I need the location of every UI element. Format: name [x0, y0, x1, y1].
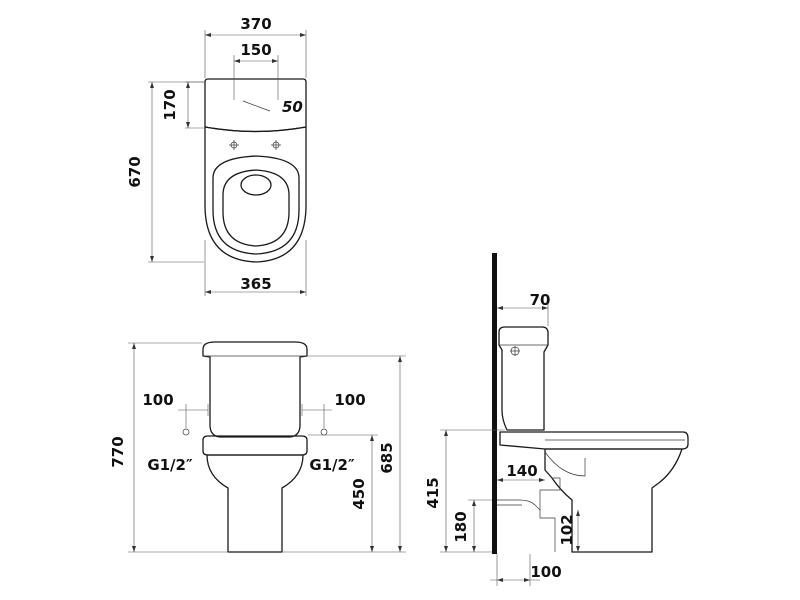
dim-outlet-diameter: 102: [558, 514, 576, 545]
dim-width-bottom: 365: [240, 275, 271, 293]
dim-wall-offset: 70: [530, 291, 551, 309]
top-view-bowl-opening: [222, 169, 290, 247]
thread-label-right: G1/2″: [309, 456, 355, 474]
side-view: 70 415 140 180 102 100: [424, 253, 689, 586]
side-view-flush-button: [510, 346, 520, 356]
front-view-cistern: [202, 341, 308, 438]
top-view-drain: [240, 174, 272, 196]
front-view-inlet-left: [182, 428, 190, 436]
dim-inlet-diameter: 50: [282, 98, 303, 116]
dim-total-length: 670: [126, 156, 144, 187]
top-view-rim: [212, 155, 300, 255]
top-view-hinge-holes: [229, 140, 281, 150]
dim-tank-height: 685: [378, 442, 396, 473]
dim-width-top: 370: [240, 15, 271, 33]
front-view-bowl: [206, 454, 304, 553]
dim-inlet-right: 100: [334, 391, 365, 409]
dim-seat-height: 450: [350, 478, 368, 509]
side-view-wall: [492, 253, 497, 554]
dim-outlet-depth: 140: [506, 462, 537, 480]
dim-inlet-spacing: 150: [240, 41, 271, 59]
side-view-bowl: [544, 448, 683, 553]
dim-total-height: 770: [109, 436, 127, 467]
top-view-inlet-marker: [242, 100, 271, 112]
side-view-seat: [499, 431, 689, 450]
side-view-outlet: [497, 499, 541, 511]
top-view: 370 150 50 170 670 365: [126, 15, 307, 296]
dim-outlet-height: 180: [452, 511, 470, 542]
front-view-seat: [202, 435, 308, 456]
front-view: 100 100 G1/2″ G1/2″ 770 685 450: [109, 341, 406, 553]
dim-base-offset: 100: [530, 563, 561, 581]
dim-tank-depth: 170: [161, 89, 179, 120]
side-view-cistern: [498, 326, 549, 431]
thread-label-left: G1/2″: [147, 456, 193, 474]
side-view-trap: [539, 451, 586, 552]
top-view-bowl: [204, 126, 307, 263]
dim-supply-height: 415: [424, 477, 442, 508]
dim-inlet-left: 100: [142, 391, 173, 409]
front-view-inlet-right: [320, 428, 328, 436]
